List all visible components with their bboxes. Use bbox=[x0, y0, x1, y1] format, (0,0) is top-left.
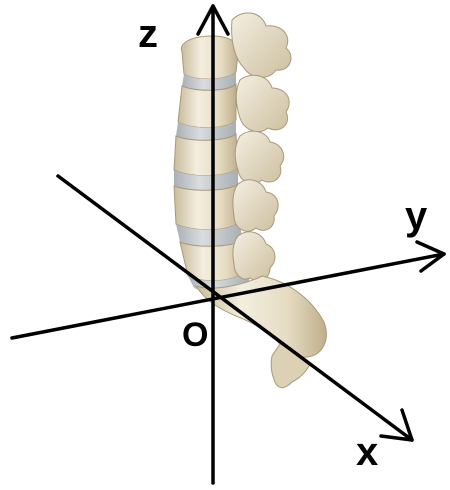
vertebra-body-3 bbox=[174, 134, 238, 176]
vertebra-body-2 bbox=[178, 84, 236, 128]
process-2 bbox=[236, 75, 289, 131]
z-axis-label: z bbox=[138, 14, 158, 54]
vertebra-body-1 bbox=[181, 36, 238, 79]
process-5 bbox=[233, 232, 275, 281]
process-1 bbox=[232, 13, 291, 78]
origin-label: O bbox=[182, 318, 208, 352]
y-axis-label: y bbox=[405, 196, 427, 236]
process-4 bbox=[233, 180, 278, 231]
vertebra-body-4 bbox=[174, 184, 240, 230]
spinous-processes bbox=[232, 13, 291, 281]
x-axis-label: x bbox=[356, 432, 378, 472]
process-3 bbox=[235, 131, 283, 183]
